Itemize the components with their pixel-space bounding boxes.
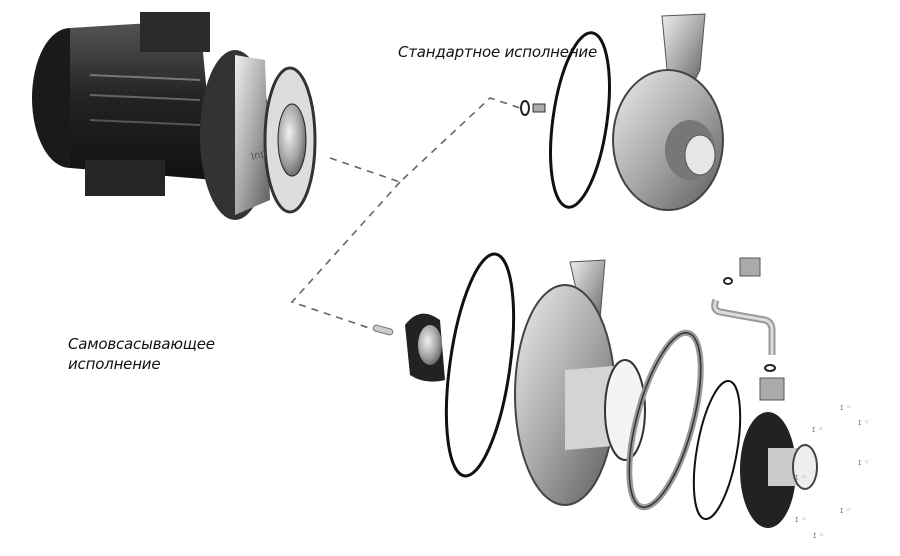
self-priming-version-parts <box>372 252 818 528</box>
svg-text:Inp: Inp <box>250 148 268 163</box>
standard-version-parts <box>520 13 724 211</box>
svg-text:ɪ ◦: ɪ ◦ <box>858 418 870 428</box>
bolts: ɪ ◦ ɪ ◦ ɪ ◦ ɪ ◦ ɪ ◦ ɪ ◦ ɪ ◦ ɪ ◦ <box>795 403 870 541</box>
self-priming-version-label: Самовсасывающее исполнение <box>68 334 268 374</box>
self-priming-label-line1: Самовсасывающее <box>68 335 215 353</box>
standard-version-label: Стандартное исполнение <box>398 43 598 61</box>
svg-text:ɪ ◦: ɪ ◦ <box>840 403 852 413</box>
motor: Inp <box>32 12 317 220</box>
svg-text:ɪ ◦: ɪ ◦ <box>795 473 807 483</box>
self-priming-label-line2: исполнение <box>68 355 161 373</box>
leader-lines <box>290 97 521 331</box>
svg-text:ɪ ◦: ɪ ◦ <box>813 531 825 541</box>
svg-text:ɪ ◦: ɪ ◦ <box>858 458 870 468</box>
svg-text:ɪ ◦: ɪ ◦ <box>795 515 807 525</box>
svg-text:ɪ ◦: ɪ ◦ <box>812 425 824 435</box>
svg-text:ɪ ◦: ɪ ◦ <box>840 506 852 516</box>
